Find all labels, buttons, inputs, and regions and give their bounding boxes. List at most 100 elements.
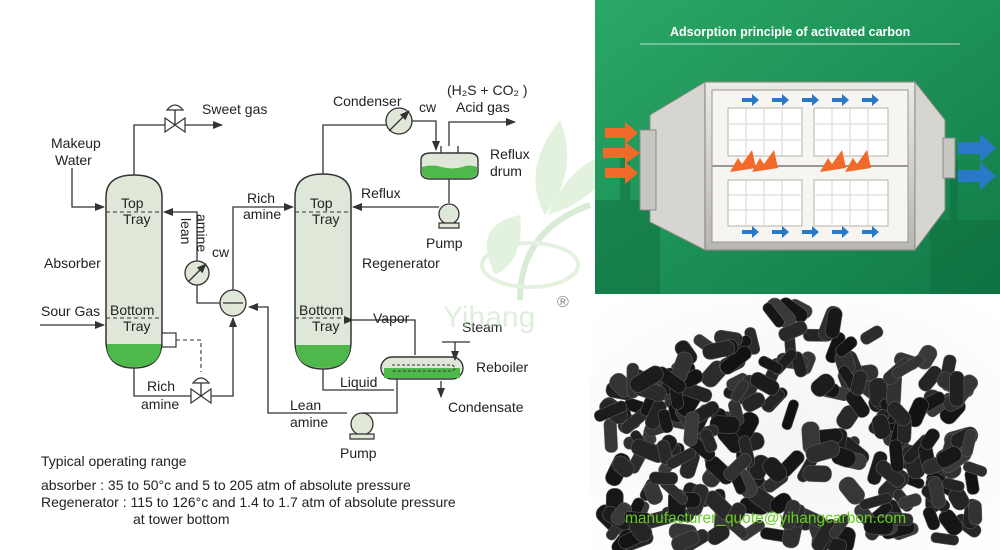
- label-reboiler: Reboiler: [476, 359, 528, 375]
- carbon-pellet: [603, 418, 618, 453]
- carbon-pellet: [802, 465, 832, 483]
- carbon-pellet: [742, 392, 766, 413]
- carbon-pellet-pile: [593, 297, 988, 550]
- carbon-pellet: [863, 516, 894, 536]
- label-acid-gas-formula: (H₂S + CO₂ ): [447, 82, 528, 98]
- carbon-pellet: [871, 414, 891, 440]
- clean-air-arrows: [742, 94, 996, 238]
- carbon-filter-block-2: [813, 107, 889, 157]
- carbon-pellet: [699, 428, 718, 453]
- label-cw-cooler: cw: [212, 244, 230, 260]
- carbon-pellet: [860, 325, 884, 345]
- label-sour-gas: Sour Gas: [41, 303, 100, 319]
- carbon-pellet: [666, 447, 697, 470]
- note-heading: Typical operating range: [41, 453, 187, 469]
- amine-process-diagram: Sweet gas Makeup Water Top Tray Absorber…: [40, 82, 530, 527]
- carbon-pellet: [968, 500, 983, 526]
- carbon-pellet: [749, 372, 780, 396]
- reboiler-vessel: [380, 356, 464, 380]
- label-sweet-gas: Sweet gas: [202, 101, 267, 117]
- carbon-pellet: [805, 440, 841, 463]
- label-regenerator-bottom-tray: Tray: [312, 318, 339, 334]
- label-liquid: Liquid: [340, 374, 377, 390]
- carbon-pellet: [781, 399, 799, 430]
- label-water: Water: [55, 152, 92, 168]
- carbon-pellet: [942, 477, 965, 493]
- carbon-pellet: [949, 370, 965, 407]
- manufacturer-email: manufacturer_quote@yihangcarbon.com: [625, 510, 906, 527]
- lean-amine-pump: [349, 412, 377, 440]
- label-condensate: Condensate: [448, 399, 524, 415]
- label-lean-amine-vertical-2: amine: [194, 214, 210, 252]
- carbon-pellet: [778, 320, 808, 342]
- carbon-pellet: [898, 493, 922, 510]
- carbon-pellet: [810, 373, 835, 397]
- label-regenerator: Regenerator: [362, 255, 440, 271]
- carbon-pellet: [683, 411, 700, 447]
- reflux-drum: [420, 146, 479, 180]
- carbon-pellet: [935, 445, 962, 469]
- carbon-pellet: [824, 307, 843, 339]
- label-reflux-drum-1: Reflux: [490, 146, 530, 162]
- label-absorber: Absorber: [44, 255, 101, 271]
- label-lean-amine-2: amine: [290, 414, 328, 430]
- label-absorber-top: Top: [121, 195, 144, 211]
- carbon-pellet: [962, 461, 988, 477]
- label-reflux-pump: Pump: [426, 235, 463, 251]
- label-makeup: Makeup: [51, 135, 101, 151]
- carbon-pellet: [611, 455, 635, 478]
- carbon-pellet: [920, 428, 940, 450]
- carbon-pellet: [888, 439, 904, 473]
- carbon-pellet: [623, 511, 652, 524]
- carbon-filter-block-3: [727, 179, 803, 227]
- illustration-title: Adsorption principle of activated carbon: [670, 25, 910, 39]
- carbon-pellet: [930, 532, 959, 546]
- label-absorber-top-tray: Tray: [123, 211, 150, 227]
- label-regenerator-bottom: Bottom: [299, 302, 343, 318]
- label-cw-condenser: cw: [419, 99, 437, 115]
- carbon-pellet: [922, 506, 941, 531]
- watermark-registered: ®: [557, 294, 569, 311]
- carbon-pellet: [780, 499, 801, 531]
- label-reflux-drum-2: drum: [490, 163, 522, 179]
- carbon-pellet: [727, 519, 749, 539]
- label-rich-amine-mid-1: Rich: [247, 190, 275, 206]
- carbon-filter-block-4: [813, 179, 889, 227]
- label-regenerator-top-tray: Tray: [312, 211, 339, 227]
- carbon-pellet: [762, 457, 788, 483]
- label-acid-gas: Acid gas: [456, 99, 510, 115]
- label-lean-amine-1: Lean: [290, 397, 321, 413]
- carbon-pellet: [859, 492, 893, 510]
- carbon-pellet: [845, 389, 870, 418]
- label-absorber-bottom: Bottom: [110, 302, 154, 318]
- adsorption-principle-illustration: Adsorption principle of activated carbon: [595, 0, 1000, 294]
- carbon-pellet: [762, 302, 785, 328]
- polluted-air-arrows: [603, 122, 871, 184]
- overhead-condenser: [385, 107, 413, 135]
- carbon-pellet: [629, 365, 664, 393]
- carbon-pellet: [758, 355, 783, 375]
- carbon-pellet: [886, 401, 912, 427]
- label-condenser: Condenser: [333, 93, 402, 109]
- carbon-pellet: [706, 524, 730, 546]
- carbon-pellet: [593, 400, 628, 422]
- carbon-pellet: [829, 513, 850, 539]
- rich-amine-control-valve: [190, 377, 212, 405]
- label-regenerator-top: Top: [310, 195, 333, 211]
- carbon-pellet: [643, 481, 663, 505]
- watermark-brand: Yihang: [443, 301, 535, 334]
- carbon-pellet: [649, 471, 679, 485]
- carbon-pellet: [928, 477, 946, 509]
- lean-amine-cooler: [184, 260, 210, 286]
- carbon-pellet: [891, 354, 926, 379]
- carbon-pellet: [838, 476, 865, 505]
- carbon-pellet: [835, 336, 858, 357]
- note-regenerator-range: Regenerator : 115 to 126°c and 1.4 to 1.…: [41, 494, 456, 510]
- carbon-pellet: [702, 340, 735, 360]
- label-reflux: Reflux: [361, 185, 401, 201]
- carbon-filter-block-1: [727, 107, 803, 157]
- label-rich-amine-mid-2: amine: [243, 206, 281, 222]
- carbon-pellet: [761, 388, 785, 412]
- note-regenerator-range-cont: at tower bottom: [133, 511, 230, 527]
